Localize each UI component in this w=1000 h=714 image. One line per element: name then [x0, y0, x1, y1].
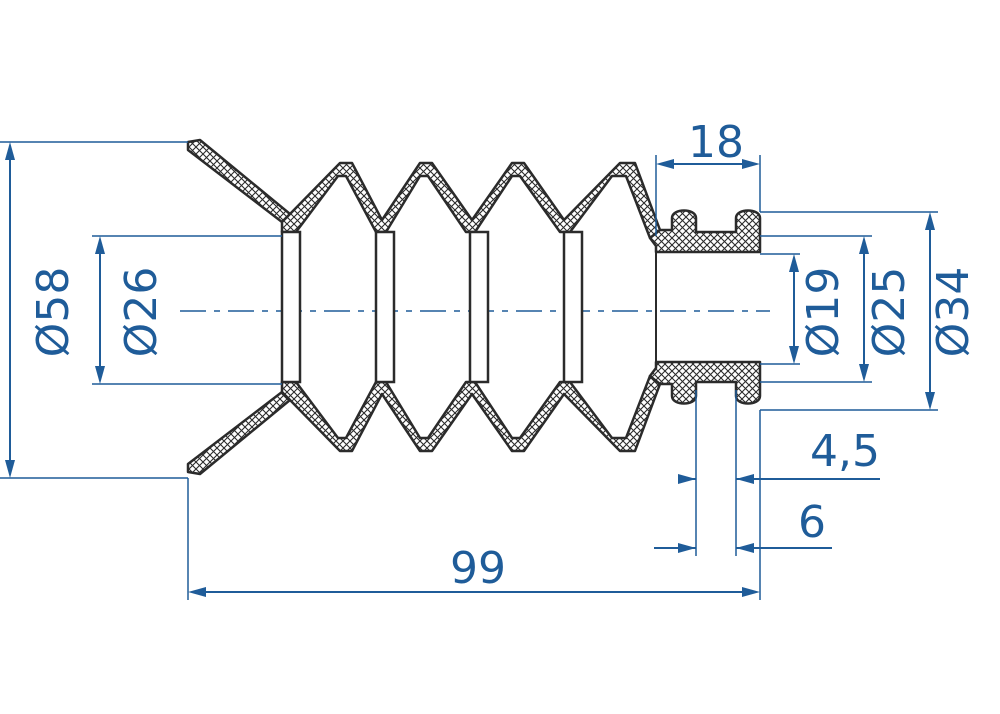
- rib-1: [280, 230, 302, 384]
- dim-groove-4-5: 4,5: [678, 390, 880, 556]
- bellows-part: [180, 138, 770, 476]
- upper-bellows-wall: [280, 161, 662, 240]
- lower-lip: [186, 390, 292, 476]
- label-diameter-19: Ø19: [798, 267, 849, 358]
- dim-length-18: 18: [655, 117, 761, 236]
- dim-diameter-26: Ø26: [92, 235, 282, 385]
- label-length-99: 99: [450, 543, 506, 594]
- label-diameter-58: Ø58: [28, 267, 79, 358]
- dimensions: Ø58 Ø26 Ø19 Ø25: [0, 117, 979, 600]
- lower-bellows-wall: [280, 374, 662, 453]
- rib-4: [562, 230, 584, 384]
- lower-neck: [648, 360, 762, 405]
- dim-diameter-19: Ø19: [760, 253, 849, 365]
- rib-3: [468, 230, 490, 384]
- upper-neck: [648, 209, 762, 254]
- label-length-18: 18: [688, 117, 744, 168]
- label-offset-6: 6: [798, 497, 826, 548]
- dim-offset-6: 6: [654, 410, 832, 600]
- label-groove-4-5: 4,5: [810, 426, 880, 477]
- dim-diameter-34: Ø34: [760, 211, 979, 411]
- label-diameter-34: Ø34: [928, 267, 979, 358]
- upper-lip: [186, 138, 292, 224]
- dim-diameter-25: Ø25: [760, 235, 915, 383]
- label-diameter-26: Ø26: [116, 267, 167, 358]
- dim-diameter-58: Ø58: [0, 141, 188, 479]
- label-diameter-25: Ø25: [864, 267, 915, 358]
- rib-2: [374, 230, 396, 384]
- dim-length-99: 99: [187, 478, 760, 600]
